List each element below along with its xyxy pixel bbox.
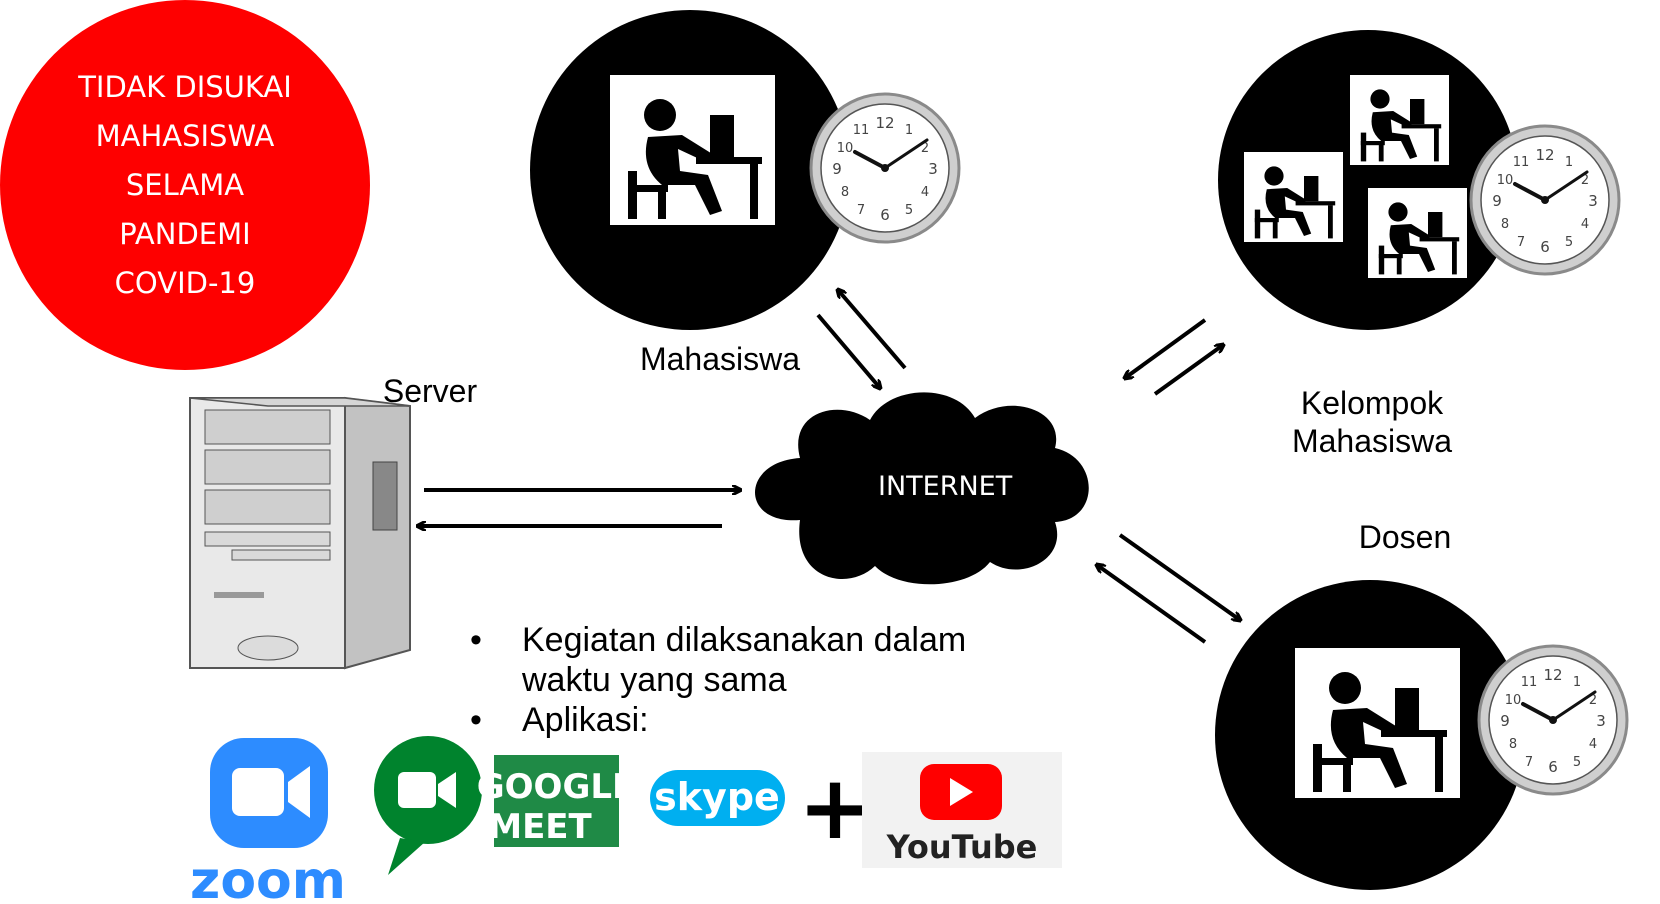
google-meet-logo: GOOGLE MEET	[374, 736, 635, 875]
kelompok-label: Kelompok Mahasiswa	[1291, 385, 1453, 459]
bullet-list: Kegiatan dilaksanakan dalam waktu yang s…	[460, 620, 980, 740]
kelompok-node	[1218, 30, 1518, 330]
mahasiswa-arrows	[816, 290, 907, 388]
mahasiswa-clock-icon	[809, 92, 961, 244]
mahasiswa-node	[530, 10, 850, 330]
cloud-label: INTERNET	[878, 471, 1013, 502]
mahasiswa-label: Mahasiswa	[639, 341, 801, 377]
kelompok-clock-icon	[1469, 124, 1621, 276]
warning-badge: TIDAK DISUKAI MAHASISWA SELAMA PANDEMI C…	[0, 0, 370, 370]
bullet-item: Kegiatan dilaksanakan dalam waktu yang s…	[460, 620, 980, 700]
warning-badge-text: TIDAK DISUKAI MAHASISWA SELAMA PANDEMI C…	[78, 69, 292, 300]
zoom-wordmark: zoom	[190, 851, 346, 904]
dosen-label: Dosen	[1358, 519, 1452, 555]
skype-logo: skype	[650, 770, 785, 826]
skype-wordmark: skype	[654, 775, 780, 819]
server-tower-icon	[189, 396, 411, 670]
dosen-node	[1215, 580, 1525, 890]
dosen-clock-icon	[1477, 644, 1629, 796]
internet-cloud-icon	[755, 392, 1089, 585]
kelompok-arrows	[1125, 318, 1223, 396]
server-label: Server	[382, 373, 478, 409]
bullet-item: Aplikasi:	[460, 700, 980, 740]
google-meet-line1: GOOGLE	[477, 767, 636, 807]
zoom-logo: zoom	[190, 738, 346, 904]
google-meet-line2: MEET	[488, 807, 592, 847]
dosen-arrows	[1097, 533, 1240, 644]
youtube-wordmark: YouTube	[886, 828, 1038, 866]
youtube-logo: YouTube	[862, 752, 1062, 868]
server-arrows	[418, 490, 740, 526]
plus-sign: +	[798, 756, 872, 859]
